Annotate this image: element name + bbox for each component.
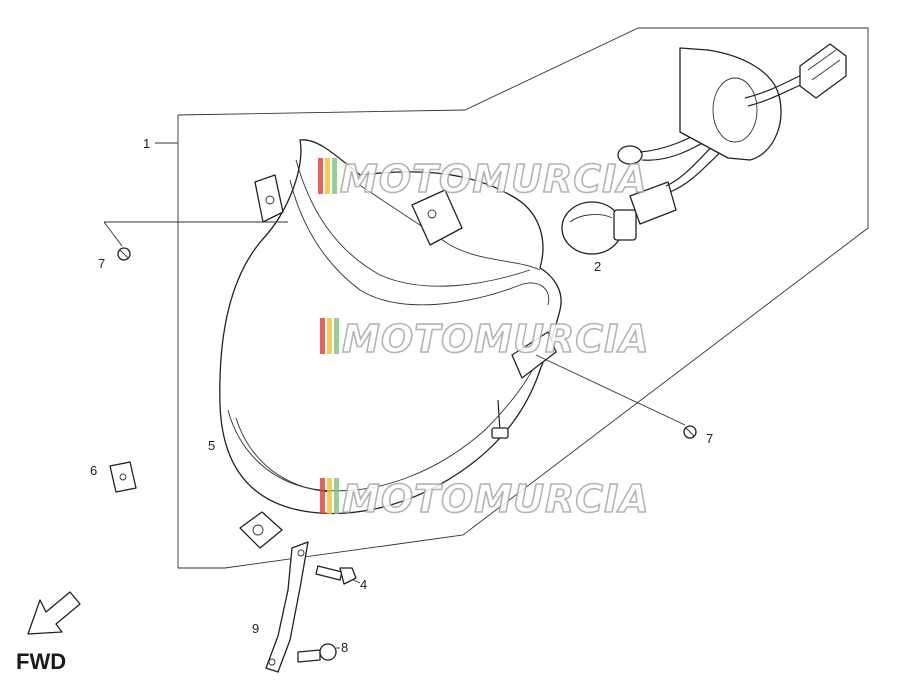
headlight-housing bbox=[219, 139, 562, 549]
callout-7-upper: 7 bbox=[98, 256, 105, 271]
fwd-label: FWD bbox=[16, 649, 66, 674]
callout-7-right: 7 bbox=[706, 431, 713, 446]
callout-1: 1 bbox=[143, 136, 150, 151]
screw-7-upper bbox=[103, 221, 288, 261]
watermark-text-top: MOTOMURCIA bbox=[340, 157, 648, 201]
wiring-connector bbox=[799, 43, 847, 99]
bolt-8 bbox=[297, 643, 337, 663]
bolt-4 bbox=[315, 565, 357, 585]
screw-7-right bbox=[535, 354, 697, 439]
callout-4: 4 bbox=[360, 577, 367, 592]
callout-2: 2 bbox=[594, 259, 601, 274]
clip-nut-6 bbox=[109, 461, 137, 493]
watermark-bottom: MOTOMURCIA bbox=[320, 476, 650, 522]
watermark-text-bottom: MOTOMURCIA bbox=[342, 477, 650, 521]
rubber-dust-cover bbox=[679, 47, 813, 161]
callout-9: 9 bbox=[252, 621, 259, 636]
callout-6: 6 bbox=[90, 463, 97, 478]
assembly-outline bbox=[177, 27, 869, 569]
callout-5: 5 bbox=[208, 438, 215, 453]
forward-arrow-icon bbox=[27, 591, 81, 635]
bracket-9 bbox=[265, 541, 309, 673]
bulb bbox=[561, 201, 637, 255]
watermark-top: MOTOMURCIA bbox=[318, 156, 648, 202]
callout-8: 8 bbox=[341, 640, 348, 655]
watermark-middle: MOTOMURCIA bbox=[320, 316, 650, 362]
callout-leaders bbox=[155, 142, 361, 649]
watermark-text-middle: MOTOMURCIA bbox=[342, 317, 650, 361]
